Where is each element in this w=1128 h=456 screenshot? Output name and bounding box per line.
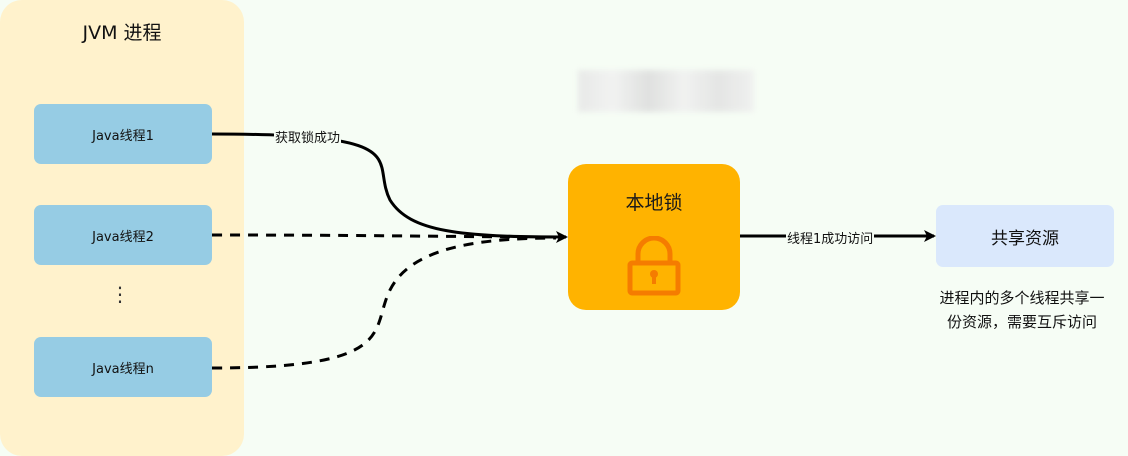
edge-thread1-to-lock	[211, 132, 568, 243]
note-line-2: 份资源，需要互斥访问	[946, 313, 1097, 331]
jvm-process-title: JVM 进程	[82, 22, 162, 44]
edge-threadn-to-lock	[211, 236, 557, 370]
thread-node-n[interactable]: Java线程n	[34, 337, 212, 397]
note-line-1: 进程内的多个线程共享一	[939, 289, 1105, 307]
thread-node-1[interactable]: Java线程1	[34, 104, 212, 164]
shared-resource-node[interactable]: 共享资源	[936, 205, 1114, 267]
local-lock-title: 本地锁	[625, 192, 683, 214]
edge-thread2-to-lock	[211, 233, 557, 239]
shared-resource-note: 进程内的多个线程共享一 份资源，需要互斥访问	[916, 286, 1128, 334]
edge-label-acquire: 获取锁成功	[274, 127, 342, 146]
local-lock-node[interactable]: 本地锁	[568, 164, 740, 310]
blurred-redaction	[578, 70, 754, 112]
edge-label-access: 线程1成功访问	[786, 228, 875, 247]
lock-icon	[627, 236, 681, 296]
thread-node-2[interactable]: Java线程2	[34, 205, 212, 265]
